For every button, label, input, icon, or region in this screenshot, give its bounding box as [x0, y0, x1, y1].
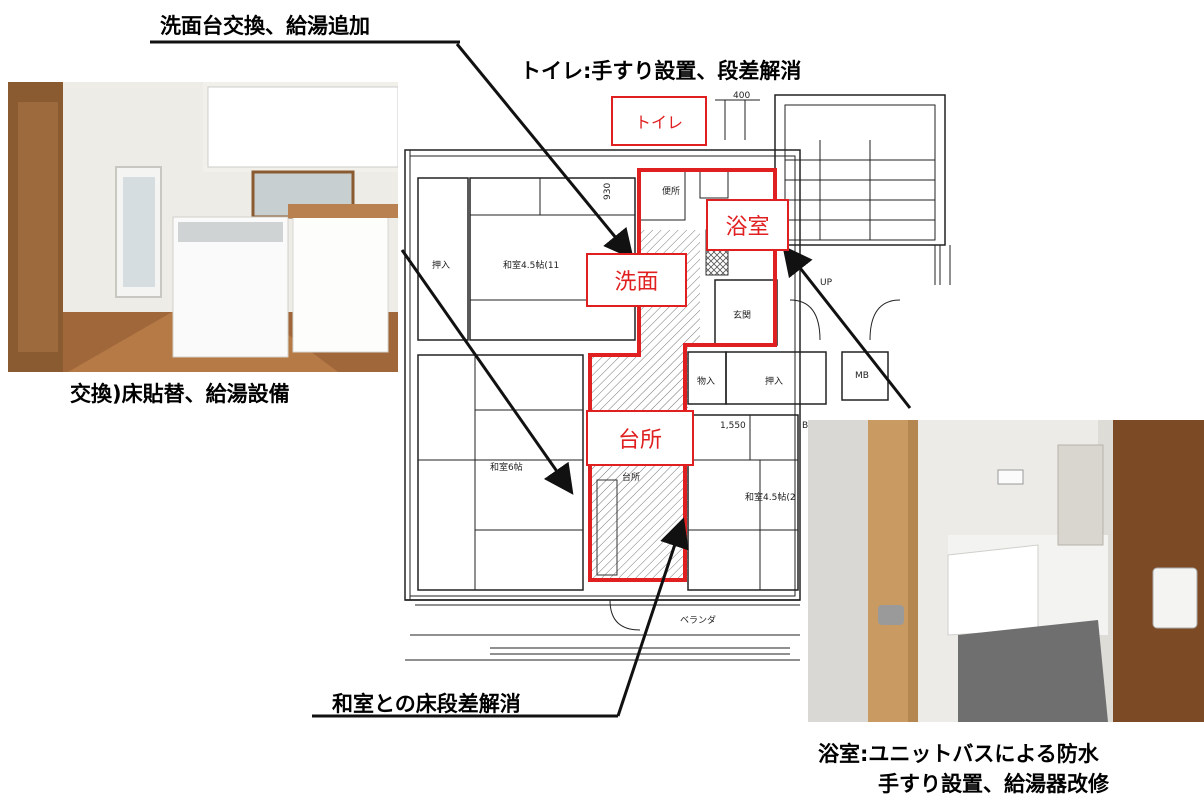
- label-veranda: ベランダ: [680, 614, 716, 626]
- label-up: UP: [820, 278, 833, 288]
- label-oshiire-left: 押入: [432, 259, 450, 271]
- dim-930: 930: [603, 183, 613, 200]
- label-b: B: [802, 421, 808, 431]
- label-washitsu-45-right: 和室4.5帖(2: [745, 491, 796, 503]
- label-genkan: 玄関: [733, 309, 751, 321]
- label-toilet: トイレ: [611, 96, 707, 146]
- bathroom-photo: [808, 420, 1204, 722]
- label-mb: MB: [855, 371, 869, 381]
- label-washroom: 洗面: [586, 253, 687, 307]
- kitchen-photo: [8, 82, 398, 372]
- caption-bath-line2: 手すり設置、給湯器改修: [878, 772, 1109, 796]
- dim-400: 400: [733, 91, 750, 101]
- caption-washbasin: 洗面台交換、給湯追加: [160, 14, 370, 38]
- caption-washitsu-step: 和室との床段差解消: [332, 692, 521, 716]
- caption-bath-line1: 浴室:ユニットバスによる防水: [818, 742, 1099, 766]
- dim-1550: 1,550: [720, 421, 746, 431]
- label-daidokoro: 台所: [622, 471, 640, 483]
- label-washitsu-6: 和室6帖: [490, 461, 523, 473]
- label-monoire: 物入: [697, 375, 715, 387]
- caption-toilet: トイレ:手すり設置、段差解消: [520, 59, 802, 83]
- label-benjo: 便所: [662, 185, 680, 197]
- caption-kitchen: 交換)床貼替、給湯設備: [70, 382, 290, 406]
- label-kitchen: 台所: [586, 410, 694, 466]
- label-bath: 浴室: [706, 199, 789, 251]
- label-oshiire-mid: 押入: [765, 375, 783, 387]
- label-washitsu-45-top: 和室4.5帖(11: [503, 259, 559, 271]
